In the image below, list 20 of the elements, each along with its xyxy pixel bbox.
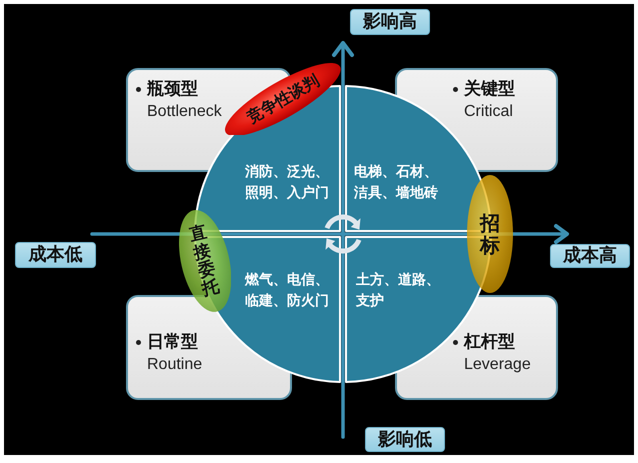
axis-label: 成本高: [550, 244, 630, 268]
category-title: 日常型: [147, 331, 198, 353]
category-title: 瓶颈型: [147, 78, 198, 100]
category-subtitle: Routine: [147, 355, 202, 375]
item-list: 燃气、电信、临建、防火门: [245, 270, 331, 312]
item-list: 土方、道路、支护: [356, 270, 442, 312]
category-subtitle: Bottleneck: [147, 102, 222, 122]
axis-label: 影响高: [350, 9, 430, 35]
category-subtitle: Leverage: [464, 355, 531, 375]
axis-label: 成本低: [15, 242, 96, 268]
category-title: 杠杆型: [464, 331, 515, 353]
strategy-label: 直接委托: [188, 222, 222, 300]
axis-label: 影响低: [365, 427, 445, 452]
strategy-label: 竞争性谈判: [244, 70, 322, 128]
item-list: 消防、泛光、照明、入户门: [245, 162, 331, 204]
category-subtitle: Critical: [464, 102, 513, 122]
strategy-label: 招标: [480, 212, 500, 256]
strategy-ellipse: [467, 175, 513, 293]
item-list: 电梯、石材、洁具、墙地砖: [354, 162, 440, 204]
category-title: 关键型: [464, 78, 515, 100]
